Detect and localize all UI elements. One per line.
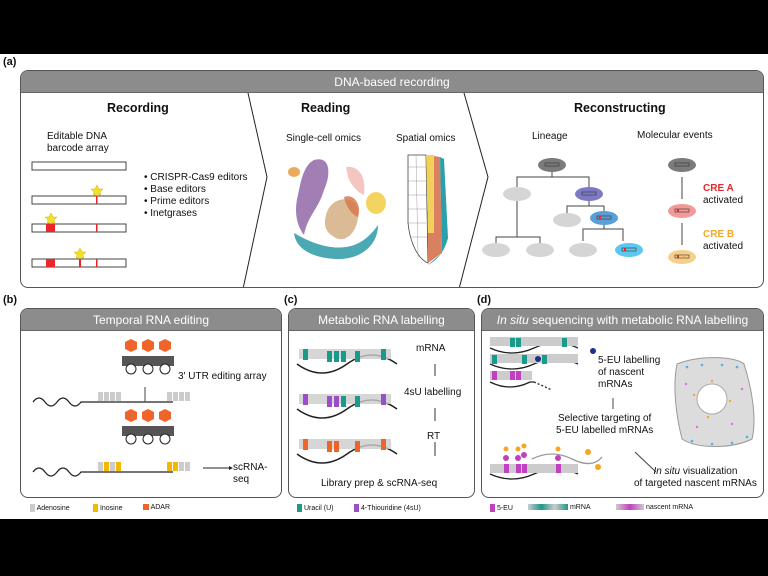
chevron-dividers: [242, 92, 489, 287]
step-rt: RT: [427, 431, 441, 442]
legend-mrna: mRNA: [528, 504, 591, 511]
single-cell-label: Single-cell omics: [286, 133, 362, 144]
figure: (a) DNA-based recording Recording Editab…: [0, 54, 768, 519]
panel-a-header: DNA-based recording: [21, 71, 763, 93]
barcode-label-1: Editable DNA: [47, 131, 108, 142]
legend-4su: 4-Thiouridine (4sU): [354, 504, 421, 512]
header-rest: sequencing with metabolic RNA labelling: [528, 313, 749, 327]
legend-label: 5-EU: [496, 504, 513, 512]
step2-line: 5-EU labelled mRNAs: [556, 425, 654, 436]
panel-c: Metabolic RNA labelling mRNA 4sU labelli…: [288, 308, 475, 498]
mrna-icon: [528, 504, 568, 511]
legend-label: ADAR: [150, 504, 171, 511]
step2-line: Selective targeting of: [557, 413, 652, 424]
barcode-arrays: [31, 161, 127, 268]
editing-array-diagram: [32, 339, 233, 477]
legend-adar: ADAR: [143, 504, 170, 511]
adenosine-icon: [30, 504, 35, 512]
legend-uracil: Uracil (U): [297, 504, 334, 512]
step-mrna: mRNA: [416, 343, 446, 354]
star-icon: [73, 247, 87, 260]
panel-d-header: In situ sequencing with metabolic RNA la…: [482, 309, 763, 331]
legend-5eu: 5-EU: [490, 504, 513, 512]
legend-inosine: Inosine: [93, 504, 123, 512]
rna-labelling-diagram: [296, 349, 436, 464]
editor-item: Inetgrases: [150, 208, 197, 219]
panel-c-header: Metabolic RNA labelling: [289, 309, 474, 331]
uracil-icon: [297, 504, 302, 512]
in-situ-diagram: [489, 337, 755, 480]
header-italic: In situ: [496, 313, 529, 327]
lineage-tree: [482, 158, 696, 264]
step3-italic: In situ: [653, 466, 681, 477]
editing-array-label: 3' UTR editing array: [178, 371, 267, 382]
umap-plot: [288, 159, 386, 260]
step1-line: of nascent: [598, 367, 645, 378]
editor-item: Base editors: [150, 184, 206, 195]
root-spatial-image: [407, 154, 448, 265]
reading-title: Reading: [301, 101, 351, 115]
panel-b-label: (b): [3, 294, 18, 306]
cre-a-label: CRE A: [703, 183, 734, 194]
legend-label: nascent mRNA: [645, 504, 694, 511]
panel-a: DNA-based recording Recording Editable D…: [20, 70, 764, 288]
eu-icon: [490, 504, 495, 512]
step3-text: In situ visualization of targeted nascen…: [634, 466, 757, 490]
panel-d: In situ sequencing with metabolic RNA la…: [481, 308, 764, 498]
activated-label: activated: [703, 195, 744, 206]
star-icon: [90, 184, 104, 197]
step2-text: Selective targeting of 5-EU labelled mRN…: [556, 413, 653, 437]
step3-rest: visualization: [680, 466, 738, 477]
legend-label: Uracil (U): [303, 504, 334, 512]
editor-item: CRISPR-Cas9 editors: [150, 172, 248, 183]
step-library-prep: Library prep & scRNA-seq: [321, 478, 438, 489]
legend-nascent-mrna: nascent mRNA: [616, 504, 693, 511]
thiouridine-icon: [354, 504, 359, 512]
step1-line: mRNAs: [598, 379, 633, 390]
lineage-label: Lineage: [532, 131, 568, 142]
panel-b: Temporal RNA editing 3' UTR editing arra…: [20, 308, 282, 498]
scrna-seq-label: scRNA-seq: [233, 462, 268, 485]
cre-b-activated: CRE B activated: [703, 229, 763, 253]
spatial-label: Spatial omics: [396, 133, 456, 144]
panel-d-label: (d): [477, 294, 492, 306]
step1-text: 5-EU labelling of nascent mRNAs: [598, 355, 660, 391]
cre-a-activated: CRE A activated: [703, 183, 763, 207]
recording-title: Recording: [107, 101, 169, 115]
panel-c-label: (c): [284, 294, 298, 306]
editor-list: • CRISPR-Cas9 editors • Base editors • P…: [144, 172, 248, 219]
barcode-label-2: barcode array: [47, 143, 109, 154]
legend-label: Adenosine: [36, 504, 70, 512]
cre-b-label: CRE B: [703, 229, 735, 240]
adar-icon: [143, 504, 149, 511]
nascent-mrna-icon: [616, 504, 644, 511]
panel-a-label: (a): [3, 56, 17, 68]
step1-line: 5-EU labelling: [598, 355, 661, 366]
step3-line2: of targeted nascent mRNAs: [634, 478, 757, 489]
step-4su-labelling: 4sU labelling: [404, 387, 462, 398]
panel-b-header: Temporal RNA editing: [21, 309, 281, 331]
legend-label: mRNA: [569, 504, 591, 511]
activated-label: activated: [703, 241, 744, 252]
editor-item: Prime editors: [150, 196, 210, 207]
legend-label: Inosine: [99, 504, 123, 512]
legend-label: 4-Thiouridine (4sU): [360, 504, 421, 512]
reconstructing-title: Reconstructing: [574, 101, 666, 115]
legend-adenosine: Adenosine: [30, 504, 70, 512]
inosine-icon: [93, 504, 98, 512]
star-icon: [44, 212, 58, 225]
molecular-events-label: Molecular events: [637, 130, 713, 141]
